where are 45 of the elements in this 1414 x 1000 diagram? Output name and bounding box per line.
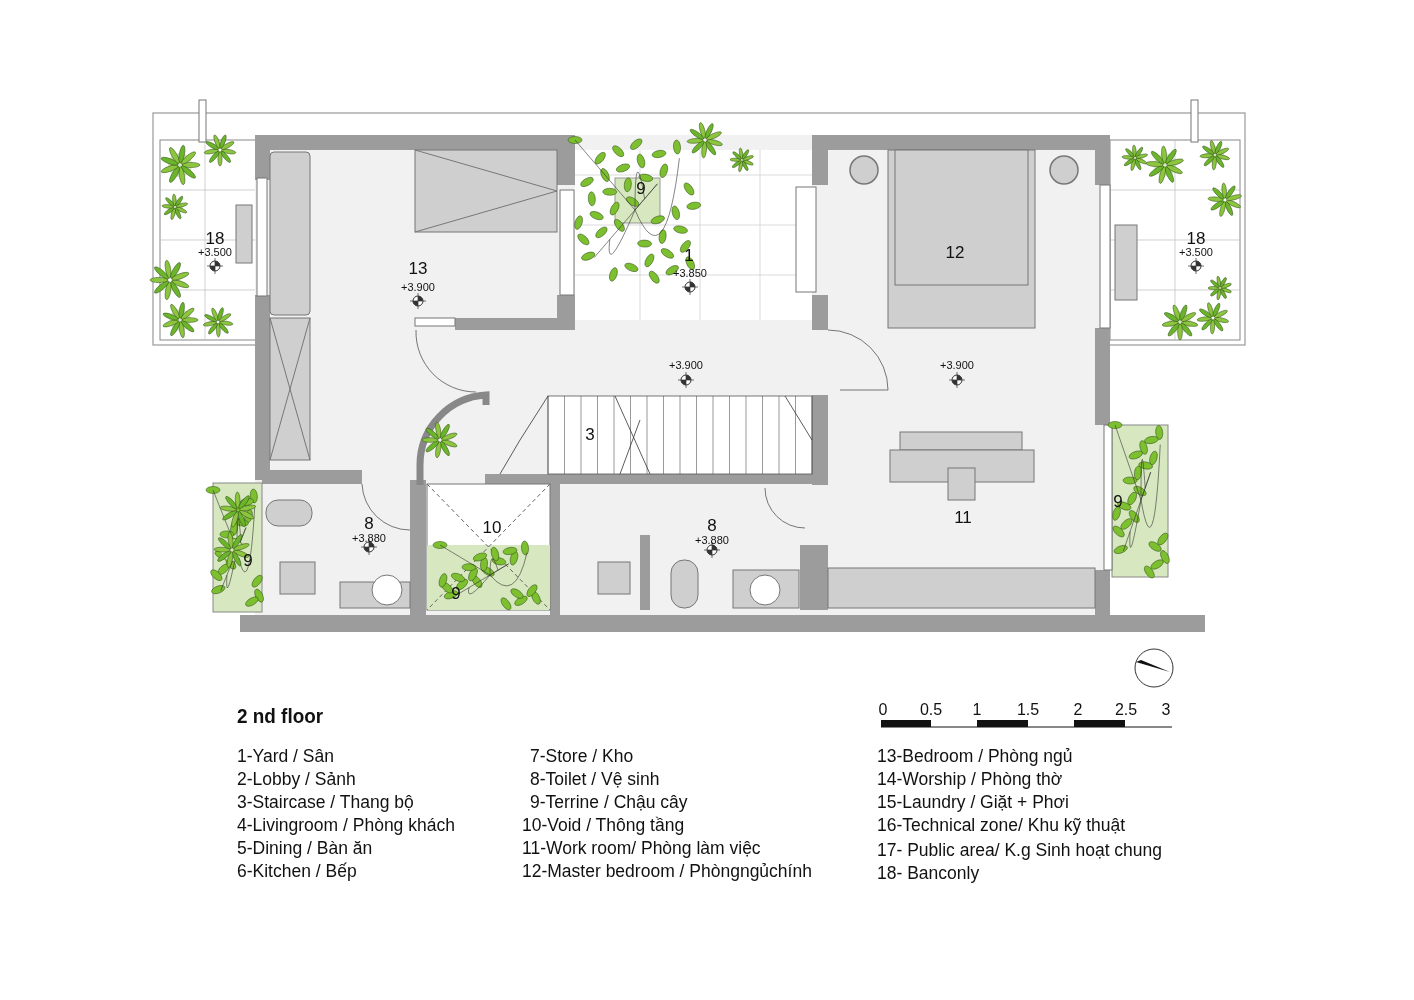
legend-entry: 15-Laundry / Giặt + Phơi <box>877 794 1069 812</box>
scale-number: 0 <box>878 702 888 718</box>
room-number: 13 <box>408 259 428 277</box>
scale-number: 2 <box>1073 702 1083 718</box>
legend-entry: 13-Bedroom / Phòng ngủ <box>877 748 1073 766</box>
scale-number: 2.5 <box>1114 702 1138 718</box>
room-number: 11 <box>954 508 972 526</box>
room-number: 8 <box>707 516 717 534</box>
legend-entry: 18- Banconly <box>877 865 980 883</box>
elevation-label: +3.500 <box>1179 246 1213 258</box>
elevation-label: +3.880 <box>352 532 386 544</box>
scale-number: 1.5 <box>1016 702 1040 718</box>
legend-entry: 14-Worship / Phòng thờ <box>877 771 1063 789</box>
floor-title: 2 nd floor <box>237 704 324 728</box>
elevation-label: +3.850 <box>673 267 707 279</box>
scale-number: 1 <box>972 702 982 718</box>
room-number: 9 <box>1113 492 1123 510</box>
elevation-label: +3.880 <box>695 534 729 546</box>
legend-entry: 5-Dining / Bàn ăn <box>237 840 373 858</box>
legend-entry: 17- Public area/ K.g Sinh hoạt chung <box>877 842 1163 860</box>
legend-entry: 10-Void / Thông tầng <box>522 817 685 835</box>
legend-entry: 6-Kitchen / Bếp <box>237 863 357 881</box>
scale-number: 0.5 <box>919 702 943 718</box>
elevation-label: +3.900 <box>669 359 703 371</box>
legend-entry: 1-Yard / Sân <box>237 748 334 766</box>
legend-entry: 7-Store / Kho <box>530 748 634 766</box>
legend-entry: 16-Technical zone/ Khu kỹ thuật <box>877 817 1126 835</box>
legend-entry: 12-Master bedroom / Phòngngủchính <box>522 863 812 881</box>
legend-entry: 9-Terrine / Chậu cây <box>530 794 688 812</box>
room-number: 10 <box>482 518 502 536</box>
legend-entry: 2-Lobby / Sảnh <box>237 771 356 789</box>
scale-number: 3 <box>1161 702 1171 718</box>
room-number: 18 <box>1186 229 1206 247</box>
elevation-label: +3.900 <box>401 281 435 293</box>
legend-entry: 11-Work room/ Phòng làm việc <box>522 840 761 858</box>
room-number: 3 <box>585 425 595 443</box>
room-number: 9 <box>636 179 646 197</box>
legend-entry: 4-Livingroom / Phòng khách <box>237 817 455 835</box>
room-number: 8 <box>364 514 374 532</box>
legend-entry: 3-Staircase / Thang bộ <box>237 794 414 812</box>
elevation-label: +3.500 <box>198 246 232 258</box>
elevation-label: +3.900 <box>940 359 974 371</box>
room-number: 12 <box>945 243 965 261</box>
legend-entry: 8-Toilet / Vệ sinh <box>530 771 660 789</box>
room-number: 18 <box>205 229 225 247</box>
